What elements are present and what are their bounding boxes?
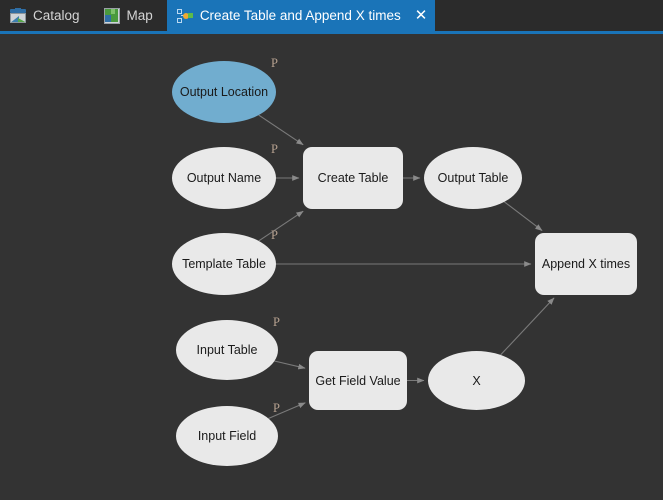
tab-catalog-label: Catalog — [33, 7, 80, 23]
model-icon — [176, 8, 193, 24]
model-edge-x_value-to-append_x_times[interactable] — [500, 297, 555, 356]
model-node-label: Get Field Value — [315, 373, 401, 388]
tab-map[interactable]: Map — [93, 0, 167, 31]
model-node-create_table[interactable]: Create Table — [303, 147, 403, 209]
model-edge-template_table-to-create_table[interactable] — [258, 210, 304, 242]
model-node-label: Create Table — [317, 171, 389, 185]
model-node-label: Append X times — [541, 257, 631, 271]
model-node-append_x_times[interactable]: Append X times — [535, 233, 637, 295]
model-edge-input_table-to-get_field_value[interactable] — [274, 360, 306, 370]
tab-create-table-and-append-x-times[interactable]: Create Table and Append X times ✕ — [166, 0, 436, 31]
model-node-output_table[interactable]: Output Table — [424, 147, 522, 209]
map-icon — [103, 7, 120, 24]
parameter-badge-output_location: P — [271, 56, 278, 70]
parameter-badge-input_table: P — [273, 315, 280, 329]
parameter-badge-output_name: P — [271, 142, 278, 156]
model-node-template_table[interactable]: Template Table — [172, 233, 276, 295]
catalog-icon — [10, 7, 26, 24]
tab-active-label: Create Table and Append X times — [199, 7, 401, 23]
model-node-input_field[interactable]: Input Field — [176, 406, 278, 466]
model-node-label: X — [472, 373, 481, 388]
model-node-output_name[interactable]: Output Name — [172, 147, 276, 209]
model-node-input_table[interactable]: Input Table — [176, 320, 278, 380]
edge-layer — [258, 114, 555, 420]
tab-bar-underline — [0, 31, 663, 34]
tab-bar: Catalog Map Create Table and Append X ti… — [0, 0, 663, 31]
model-edge-output_table-to-append_x_times[interactable] — [503, 201, 543, 232]
tab-map-label: Map — [126, 7, 153, 23]
parameter-badge-template_table: P — [271, 228, 278, 242]
close-icon[interactable]: ✕ — [414, 7, 428, 24]
model-node-output_location[interactable]: Output Location — [172, 61, 276, 123]
parameter-badge-input_field: P — [273, 401, 280, 415]
model-node-label: Input Field — [197, 429, 257, 443]
model-node-label: Template Table — [182, 257, 266, 271]
model-edge-output_location-to-create_table[interactable] — [258, 114, 304, 146]
model-node-get_field_value[interactable]: Get Field Value — [309, 351, 407, 410]
model-node-x_value[interactable]: X — [428, 351, 525, 410]
model-node-label: Output Location — [179, 85, 269, 99]
model-node-label: Output Name — [186, 171, 262, 185]
model-node-label: Output Table — [437, 171, 509, 185]
tab-catalog[interactable]: Catalog — [0, 0, 94, 31]
model-node-label: Input Table — [196, 343, 258, 357]
model-edge-input_field-to-get_field_value[interactable] — [268, 402, 306, 420]
